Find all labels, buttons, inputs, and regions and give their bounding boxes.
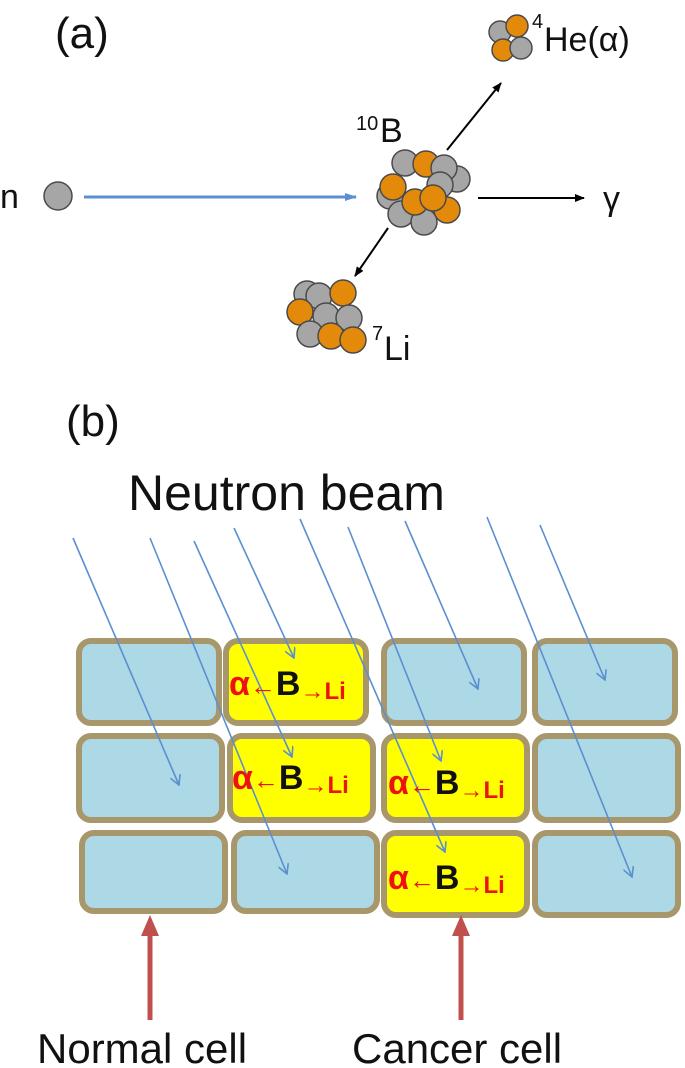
- helium-symbol: He(α): [544, 21, 630, 59]
- normal-cell: [76, 638, 222, 726]
- neutron-beam-arrow: [404, 520, 478, 689]
- boron-reaction-label: α←B→Li: [388, 859, 505, 899]
- normal-cell-pointer-arrow: [141, 915, 159, 1020]
- neutron-beam-title: Neutron beam: [128, 465, 445, 521]
- neutron-beam-arrow: [233, 527, 294, 658]
- cancer-cell: [381, 733, 530, 823]
- lithium-mass-number: 7: [372, 323, 383, 345]
- normal-cell: [76, 733, 225, 823]
- cancer-cell: [381, 830, 530, 918]
- neutron-beam-arrow: [72, 537, 179, 785]
- normal-cell: [231, 830, 380, 914]
- boron-reaction-label: α←B→Li: [229, 665, 346, 705]
- panel-a: (a) n 4 He(α) 10 B: [0, 9, 630, 368]
- neutron-particle: [43, 181, 73, 211]
- panel-b-label: (b): [66, 397, 120, 446]
- normal-cell: [532, 638, 678, 726]
- boron-reaction-label: α←B→Li: [232, 759, 349, 799]
- helium-emission-arrow: [446, 82, 502, 151]
- neutron-beam-arrow: [299, 518, 445, 852]
- boron-mass-number: 10: [356, 113, 378, 135]
- normal-cell: [532, 830, 681, 918]
- cancer-cell: [223, 638, 369, 726]
- lithium-nucleus: [286, 279, 367, 354]
- panel-a-label: (a): [55, 9, 109, 58]
- panel-b: (b) Neutron beam α←B→Li α←B→Li: [37, 397, 681, 1068]
- neutron-beam-arrow: [149, 537, 287, 874]
- normal-cell: [532, 733, 681, 823]
- helium-mass-number: 4: [532, 11, 543, 33]
- cancer-cell: [227, 733, 376, 823]
- boron-reaction-label: α←B→Li: [388, 764, 505, 804]
- lithium-symbol: Li: [384, 330, 410, 368]
- neutron-beam-arrow: [486, 516, 632, 877]
- lithium-emission-arrow: [354, 227, 389, 277]
- helium-nucleus: [488, 14, 533, 62]
- neutron-beam-arrow: [347, 526, 441, 761]
- cancer-cell-label: Cancer cell: [352, 1025, 562, 1068]
- normal-cell: [79, 830, 228, 914]
- normal-cell: [381, 638, 527, 726]
- neutron-label: n: [0, 178, 19, 216]
- neutron-beam-arrow: [539, 524, 605, 680]
- cancer-cell-pointer-arrow: [452, 915, 470, 1020]
- boron-nucleus: [376, 149, 471, 236]
- gamma-label: γ: [603, 180, 620, 218]
- boron-symbol: B: [380, 112, 403, 150]
- neutron-beam-arrow: [193, 540, 292, 757]
- normal-cell-label: Normal cell: [37, 1025, 247, 1068]
